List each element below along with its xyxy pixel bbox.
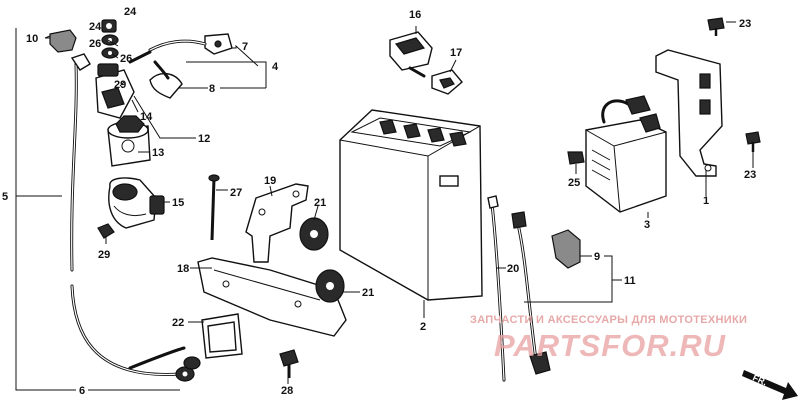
callout-23b: 23 bbox=[744, 169, 756, 181]
part-11-negative-cable bbox=[511, 211, 551, 375]
part-7-cable-terminal bbox=[128, 33, 233, 64]
callout-26a: 26 bbox=[89, 38, 101, 50]
callout-6: 6 bbox=[79, 385, 85, 397]
callout-20: 20 bbox=[507, 263, 519, 275]
callout-27: 27 bbox=[230, 187, 242, 199]
part-17-fuse bbox=[431, 69, 463, 95]
callout-16: 16 bbox=[409, 9, 421, 21]
part-25-nut bbox=[567, 151, 585, 165]
watermark-logo: PARTSFOR.RU bbox=[494, 328, 727, 363]
part-29-connector bbox=[97, 63, 119, 77]
callout-15: 15 bbox=[172, 197, 184, 209]
part-16-fuse-holder bbox=[389, 31, 433, 78]
callout-29b: 29 bbox=[98, 249, 110, 261]
part-22-rubber-pad bbox=[201, 313, 243, 359]
callout-13: 13 bbox=[152, 147, 164, 159]
part-19-bracket bbox=[245, 183, 309, 263]
part-28-screw bbox=[279, 349, 299, 378]
callout-4: 4 bbox=[272, 61, 279, 73]
part-9-terminal-cover bbox=[551, 229, 581, 269]
callout-22: 22 bbox=[172, 317, 184, 329]
part-14-relay-cover bbox=[95, 69, 135, 119]
callout-11: 11 bbox=[624, 275, 636, 287]
callout-14: 14 bbox=[140, 111, 153, 123]
callout-28: 28 bbox=[281, 385, 293, 397]
part-23-bolt-lower bbox=[745, 131, 761, 152]
callout-1: 1 bbox=[703, 195, 709, 207]
callout-24: 24 bbox=[124, 6, 137, 18]
callout-5: 5 bbox=[2, 191, 8, 203]
part-2-battery bbox=[339, 109, 483, 301]
callout-21b: 21 bbox=[362, 287, 374, 299]
callout-2: 2 bbox=[420, 321, 426, 333]
leader-lines bbox=[15, 21, 754, 391]
part-23-bolt-upper bbox=[707, 17, 725, 36]
part-27-bolt bbox=[208, 174, 220, 241]
part-29-clip bbox=[97, 223, 115, 239]
callout-12: 12 bbox=[198, 133, 210, 145]
part-1-mounting-bracket bbox=[655, 49, 723, 177]
part-20-battery-vent-tube bbox=[487, 195, 506, 382]
callout-10: 10 bbox=[26, 33, 38, 45]
part-24-nut bbox=[101, 19, 117, 33]
callout-25: 25 bbox=[568, 177, 580, 189]
callout-18: 18 bbox=[177, 263, 189, 275]
part-26-washer bbox=[101, 34, 119, 59]
callout-24b: 24 bbox=[89, 21, 102, 33]
part-18-battery-tray-plate bbox=[197, 257, 347, 337]
part-8-cable bbox=[149, 60, 183, 99]
callout-26b: 26 bbox=[120, 53, 132, 65]
part-10-terminal-cover bbox=[45, 29, 77, 53]
callout-21a: 21 bbox=[314, 197, 326, 209]
callout-17: 17 bbox=[450, 47, 462, 59]
callout-9: 9 bbox=[594, 251, 600, 263]
part-13-starter-relay bbox=[107, 115, 151, 167]
part-5-battery-cable bbox=[70, 53, 201, 382]
part-21-grommet-upper bbox=[299, 217, 329, 251]
callout-23a: 23 bbox=[739, 18, 751, 30]
part-21-grommet-lower bbox=[315, 269, 345, 303]
callout-29a: 29 bbox=[114, 79, 126, 91]
forward-arrow-icon: FR. bbox=[742, 370, 798, 400]
callout-8: 8 bbox=[209, 83, 215, 95]
part-3-regulator-rectifier bbox=[585, 95, 667, 213]
watermark-caption: ЗАПЧАСТИ И АКСЕССУАРЫ ДЛЯ МОТОТЕХНИКИ bbox=[470, 314, 748, 326]
callout-7: 7 bbox=[242, 41, 248, 53]
callout-3: 3 bbox=[644, 219, 650, 231]
callout-19: 19 bbox=[264, 175, 276, 187]
part-15-horn bbox=[108, 177, 165, 229]
